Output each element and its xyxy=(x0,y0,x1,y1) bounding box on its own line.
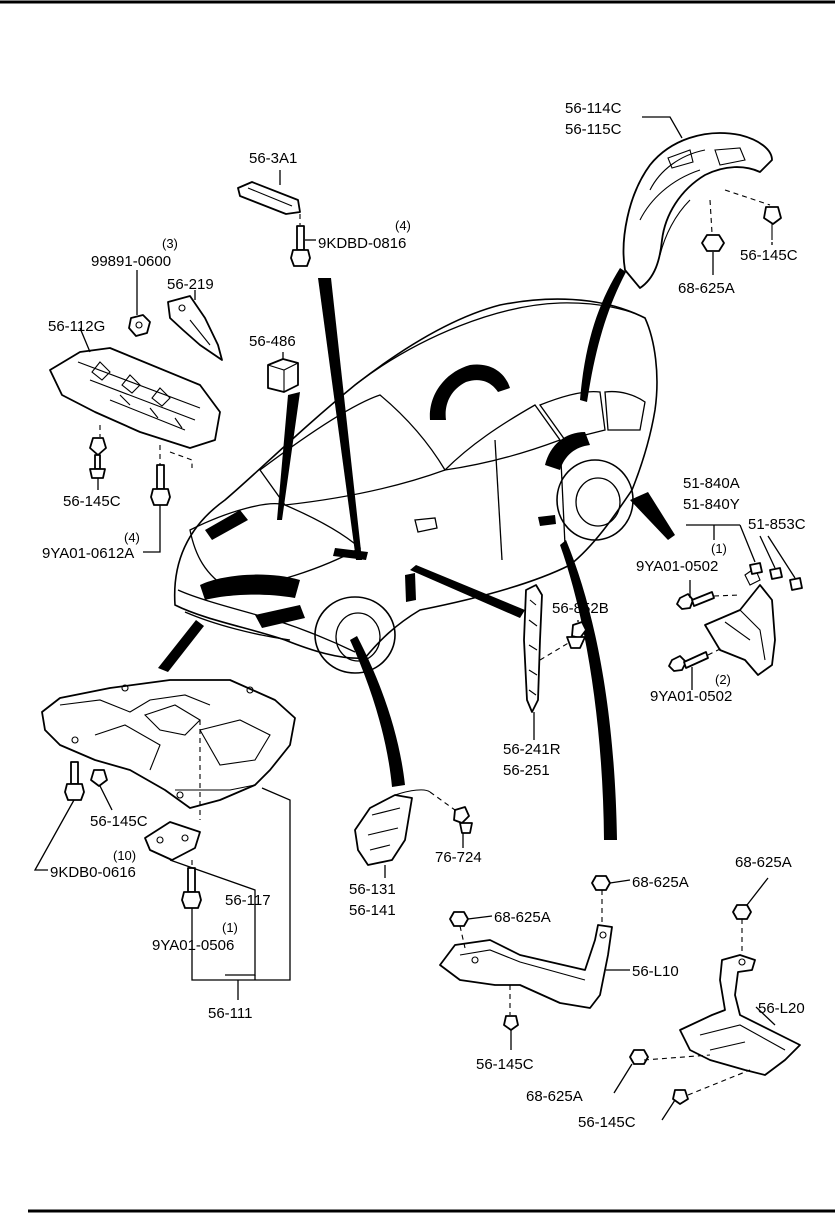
part-56-241R xyxy=(523,584,543,713)
bolt-9YA01-0506 xyxy=(181,867,202,909)
callout-51-840A: 51-840A xyxy=(683,475,740,492)
nut-68-625A-top xyxy=(701,234,725,252)
nut-68-625A-right xyxy=(732,904,752,920)
callout-56-L10: 56-L10 xyxy=(632,963,679,980)
callout-56-111: 56-111 xyxy=(208,1005,252,1022)
callout-99891-0600: 99891-0600 xyxy=(91,253,171,270)
nut-99891-0600 xyxy=(128,314,151,337)
part-56-L20 xyxy=(679,954,801,1076)
callout-56-219: 56-219 xyxy=(167,276,214,293)
callout-56-852B: 56-852B xyxy=(552,600,609,617)
clip-56-145C-bot xyxy=(672,1089,689,1105)
callout-56-117: 56-117 xyxy=(225,892,271,909)
callout-labels: 56-114C 56-115C 56-145C 68-625A 56-3A1 9… xyxy=(42,100,806,1131)
callout-68-625A-left: 68-625A xyxy=(494,909,551,926)
callout-9YA01-0502-b: 9YA01-0502 xyxy=(650,688,732,705)
callout-56-112G: 56-112G xyxy=(48,318,105,335)
callout-9YA01-0502-a: 9YA01-0502 xyxy=(636,558,718,575)
bolt-9KDB0-0616 xyxy=(64,761,85,801)
callout-56-115C: 56-115C xyxy=(565,121,622,138)
part-51-840A xyxy=(704,567,776,676)
callout-51-853C: 51-853C xyxy=(748,516,806,533)
bolt-9YA01-0502-a xyxy=(676,591,715,610)
quantity-4-b: (4) xyxy=(124,530,140,545)
bolt-9KDBD-0816 xyxy=(290,225,311,267)
callout-56-131: 56-131 xyxy=(349,881,396,898)
callout-56-145C-l10: 56-145C xyxy=(476,1056,534,1073)
quantity-10: (10) xyxy=(113,848,136,863)
callout-56-145C-bot: 56-145C xyxy=(578,1114,636,1131)
nut-68-625A-l10 xyxy=(591,875,611,891)
callout-56-486: 56-486 xyxy=(249,333,296,350)
callout-9KDBD-0816: 9KDBD-0816 xyxy=(318,235,406,252)
callout-68-625A-right: 68-625A xyxy=(735,854,792,871)
callout-68-625A-top: 68-625A xyxy=(678,280,735,297)
callout-56-3A1: 56-3A1 xyxy=(249,150,297,167)
bolt-9YA01-0502-b xyxy=(668,651,709,672)
quantity-labels: (4) (3) (4) (1) (2) (10) (1) xyxy=(113,218,731,935)
clip-56-145C-mid xyxy=(90,769,108,787)
callout-56-145C-left: 56-145C xyxy=(63,493,121,510)
callout-56-114C: 56-114C xyxy=(565,100,622,117)
callout-76-724: 76-724 xyxy=(435,849,482,866)
quantity-2: (2) xyxy=(715,672,731,687)
part-56-3A1 xyxy=(237,181,301,215)
callout-68-625A-bot: 68-625A xyxy=(526,1088,583,1105)
clip-56-145C-top xyxy=(763,206,782,240)
part-56-117 xyxy=(144,821,201,861)
part-rear-fender-liner xyxy=(622,132,773,289)
callout-56-141: 56-141 xyxy=(349,902,396,919)
part-56-131 xyxy=(354,789,431,866)
clips-51-853C xyxy=(749,562,803,591)
part-56-486 xyxy=(267,358,299,393)
part-56-L10 xyxy=(439,924,613,1009)
callout-56-145C-mid: 56-145C xyxy=(90,813,148,830)
callout-51-840Y: 51-840Y xyxy=(683,496,740,513)
quantity-1-a: (1) xyxy=(711,541,727,556)
callout-56-241R: 56-241R xyxy=(503,741,561,758)
bolt-9YA01-0612A xyxy=(150,464,171,506)
callout-9YA01-0506: 9YA01-0506 xyxy=(152,937,234,954)
clip-56-145C-l10 xyxy=(503,1015,519,1031)
part-56-219 xyxy=(167,295,223,361)
clip-56-852B xyxy=(566,621,587,649)
vehicle-illustration xyxy=(173,298,658,674)
part-56-111 xyxy=(41,679,296,809)
callout-56-145C-top: 56-145C xyxy=(740,247,798,264)
nut-68-625A-left xyxy=(449,911,469,927)
callout-9KDB0-0616: 9KDB0-0616 xyxy=(50,864,136,881)
part-56-112G xyxy=(49,347,221,449)
callout-68-625A-l10: 68-625A xyxy=(632,874,689,891)
callout-56-251: 56-251 xyxy=(503,762,550,779)
quantity-3: (3) xyxy=(162,236,178,251)
leader-lines xyxy=(33,116,796,1121)
leader-wedges xyxy=(158,268,675,840)
nut-68-625A-bot xyxy=(629,1049,649,1065)
callout-56-L20: 56-L20 xyxy=(758,1000,805,1017)
quantity-1-b: (1) xyxy=(222,920,238,935)
clip-76-724 xyxy=(453,806,473,834)
clip-56-145C-left xyxy=(89,437,107,479)
callout-9YA01-0612A: 9YA01-0612A xyxy=(42,545,134,562)
quantity-4-a: (4) xyxy=(395,218,411,233)
